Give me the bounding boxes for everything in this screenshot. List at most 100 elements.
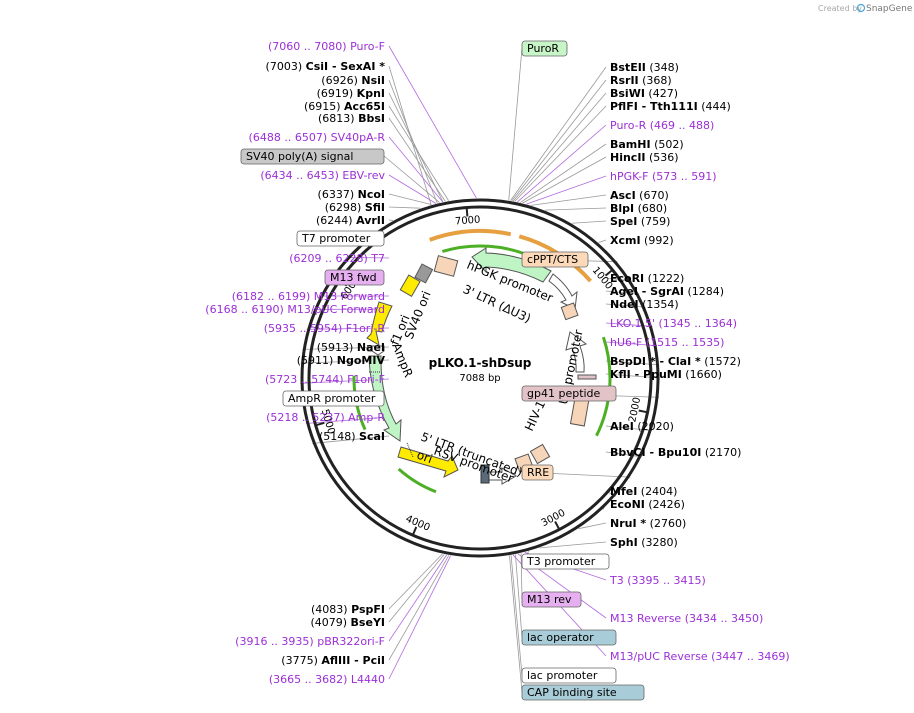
left-label-25[interactable]: (4079) BseYI	[310, 616, 385, 629]
right-label-22[interactable]: AleI (2020)	[610, 420, 674, 433]
right-label-9[interactable]: AscI (670)	[610, 189, 669, 202]
right-label-7[interactable]: HincII (536)	[610, 151, 679, 164]
right-label-17[interactable]: LKO.1 5' (1345 .. 1364)	[610, 317, 737, 330]
right-label-10[interactable]: BlpI (680)	[610, 202, 667, 215]
left-label-16[interactable]: (6168 .. 6190) M13/pUC Forward	[205, 303, 385, 316]
right-label-20[interactable]: KflI - PpuMI (1660)	[610, 368, 722, 381]
left-label-17[interactable]: (5935 .. 5954) F1ori-R	[264, 322, 386, 335]
left-label-10[interactable]: (6298) SfiI	[325, 201, 385, 214]
right-label-35-box[interactable]	[521, 667, 617, 684]
right-label-29-box[interactable]	[521, 553, 610, 570]
left-label-9-name: NcoI	[358, 188, 385, 201]
right-label-23[interactable]: BbvCI - Bpu10I (2170)	[610, 446, 741, 459]
right-label-15-pos: (1284)	[684, 285, 724, 298]
right-label-1[interactable]: BstEII (348)	[610, 61, 679, 74]
left-label-4[interactable]: (6915) Acc65I	[304, 100, 385, 113]
right-label-34[interactable]: M13/pUC Reverse (3447 .. 3469)	[610, 650, 790, 663]
right-label-0-box[interactable]	[521, 40, 568, 57]
left-label-0[interactable]: (7060 .. 7080) Puro-F	[268, 40, 385, 53]
tick-label: 2000	[627, 396, 643, 423]
left-label-1-extra: - SexAI *	[328, 60, 385, 73]
lac-block	[480, 464, 490, 484]
f1-ori-arrow[interactable]	[366, 301, 393, 347]
right-label-2[interactable]: RsrII (368)	[610, 74, 672, 87]
left-label-20[interactable]: (5723 .. 5744) F1ori-F	[265, 373, 385, 386]
left-label-28-name: L4440	[351, 673, 385, 686]
left-label-10-leader	[388, 206, 421, 209]
snapgene-logo-icon	[856, 3, 866, 13]
right-label-21-box[interactable]	[521, 385, 617, 402]
right-label-31-box[interactable]	[521, 591, 582, 608]
left-label-26[interactable]: (3916 .. 3935) pBR322ori-F	[235, 635, 385, 648]
left-label-6[interactable]: (6488 .. 6507) SV40pA-R	[249, 131, 386, 144]
right-label-16-pos: (1354)	[639, 298, 679, 311]
ori-arrow[interactable]	[397, 446, 459, 478]
left-label-8-leader	[388, 174, 437, 204]
ampr-promoter-arrow[interactable]	[367, 345, 385, 356]
right-label-30[interactable]: T3 (3395 .. 3415)	[609, 574, 706, 587]
left-label-5-name: BbsI	[358, 112, 385, 125]
left-label-22-name: Amp-R	[348, 411, 385, 424]
sv40-ori-block[interactable]	[399, 274, 421, 297]
left-label-21-box[interactable]	[282, 390, 385, 407]
right-label-28[interactable]: SphI (3280)	[610, 536, 678, 549]
left-label-19[interactable]: (5911) NgoMIV	[297, 354, 386, 367]
left-label-8[interactable]: (6434 .. 6453) EBV-rev	[260, 169, 385, 182]
left-label-28[interactable]: (3665 .. 3682) L4440	[269, 673, 385, 686]
left-label-27[interactable]: (3775) AflIII - PciI	[281, 654, 385, 667]
right-label-9-pos: (670)	[636, 189, 669, 202]
right-label-26-name: EcoNI	[610, 498, 645, 511]
right-label-8[interactable]: hPGK-F (573 .. 591)	[610, 170, 717, 183]
right-label-3[interactable]: BsiWI (427)	[610, 87, 678, 100]
five-ltr-arrow[interactable]	[485, 467, 518, 485]
left-label-15[interactable]: (6182 .. 6199) M13 Forward	[232, 290, 385, 303]
right-label-12[interactable]: XcmI (992)	[610, 234, 674, 247]
right-label-32[interactable]: M13 Reverse (3434 .. 3450)	[610, 612, 763, 625]
right-label-36-box[interactable]	[521, 684, 645, 701]
left-label-21-name: AmpR promoter	[288, 392, 376, 405]
left-label-11[interactable]: (6244) AvrII	[316, 214, 385, 227]
right-label-25[interactable]: MfeI (2404)	[610, 485, 677, 498]
right-label-18[interactable]: hU6-F (1515 .. 1535)	[610, 336, 724, 349]
left-label-13[interactable]: (6209 .. 6228) T7	[289, 252, 385, 265]
left-label-18[interactable]: (5913) NaeI	[317, 341, 385, 354]
right-label-15[interactable]: AgeI - SgrAI (1284)	[610, 285, 724, 298]
left-label-18-pos: (5913)	[317, 341, 357, 354]
left-label-5[interactable]: (6813) BbsI	[318, 112, 385, 125]
right-label-35-name: lac promoter	[527, 669, 598, 682]
right-label-27[interactable]: NruI * (2760)	[610, 517, 686, 530]
left-label-22[interactable]: (5218 .. 5237) Amp-R	[266, 411, 385, 424]
right-label-19-extra: * - ClaI *	[646, 355, 701, 368]
right-label-26[interactable]: EcoNI (2426)	[610, 498, 685, 511]
hpgk-promoter-arrow[interactable]	[471, 247, 552, 283]
left-label-23[interactable]: (5148) ScaI	[319, 430, 385, 443]
left-label-3[interactable]: (6919) KpnI	[317, 87, 385, 100]
left-label-24[interactable]: (4083) PspFI	[311, 603, 385, 616]
right-label-24-box[interactable]	[521, 464, 554, 481]
left-label-10-name: SfiI	[365, 201, 385, 214]
left-label-2[interactable]: (6926) NsiI	[321, 74, 385, 87]
right-label-14[interactable]: EcoRI (1222)	[610, 272, 684, 285]
left-label-14-box[interactable]	[324, 269, 385, 286]
right-label-18-pos: (1515 .. 1535)	[642, 336, 724, 349]
right-label-16[interactable]: NdeI (1354)	[610, 298, 679, 311]
u6-promoter-arrow[interactable]	[565, 331, 588, 373]
right-label-6[interactable]: BamHI (502)	[610, 138, 684, 151]
left-label-26-name: pBR322ori-F	[317, 635, 385, 648]
right-label-33-box[interactable]	[521, 629, 617, 646]
right-label-4[interactable]: PflFI - Tth111I (444)	[610, 100, 731, 113]
left-label-12-box[interactable]	[296, 230, 385, 247]
right-label-5[interactable]: Puro-R (469 .. 488)	[610, 119, 714, 132]
right-label-13-box[interactable]	[521, 251, 589, 268]
left-label-9[interactable]: (6337) NcoI	[318, 188, 385, 201]
right-label-4-extra: - Tth111I	[638, 100, 698, 113]
left-label-1[interactable]: (7003) CsiI - SexAI *	[266, 60, 386, 73]
left-label-12-name: T7 promoter	[301, 232, 371, 245]
right-label-19[interactable]: BspDI * - ClaI * (1572)	[610, 355, 741, 368]
left-label-7-box[interactable]	[240, 148, 385, 165]
left-label-15-pos: (6182 .. 6199)	[232, 290, 314, 303]
ampr-arrow[interactable]	[368, 355, 402, 442]
right-label-15-leader	[605, 290, 640, 295]
left-label-20-pos: (5723 .. 5744)	[265, 373, 347, 386]
right-label-11[interactable]: SpeI (759)	[610, 215, 670, 228]
